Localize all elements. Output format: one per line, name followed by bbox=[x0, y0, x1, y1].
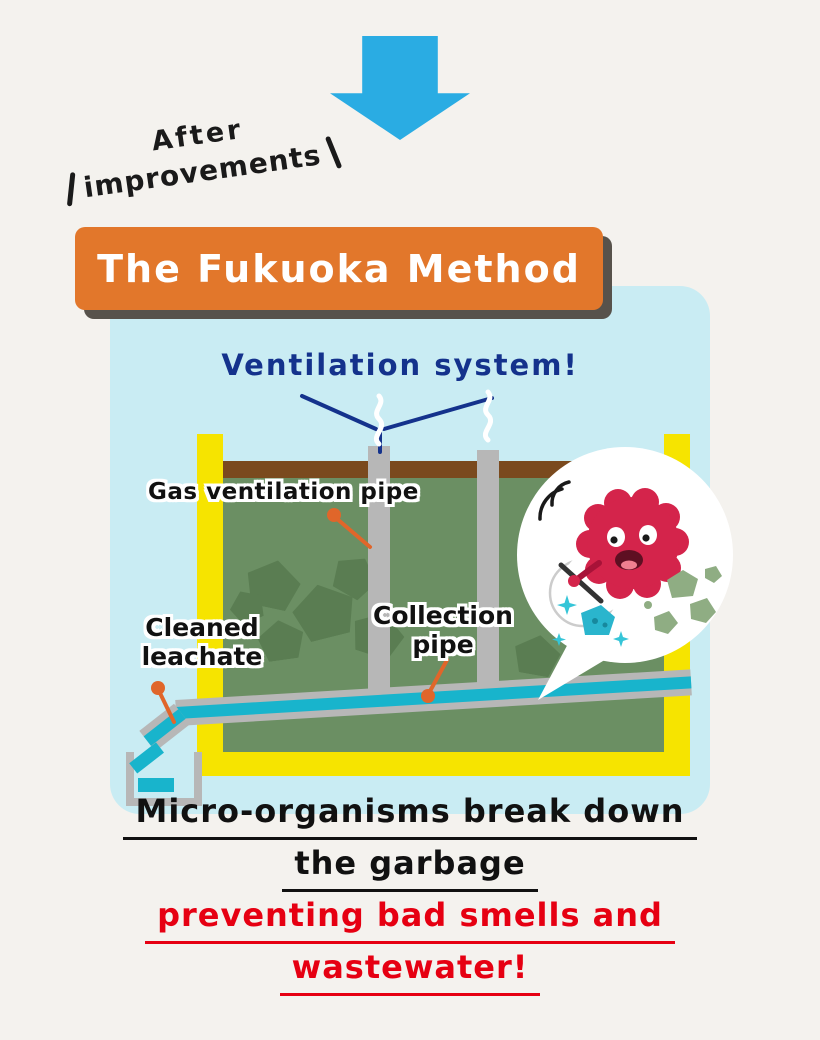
gas-ventilation-pipe-1 bbox=[368, 446, 390, 706]
emphasis-tick-right-icon bbox=[324, 135, 342, 170]
bubble-garbage-chunks bbox=[644, 566, 722, 634]
gas-ventilation-pipe-label: Gas ventilation pipe bbox=[148, 479, 419, 505]
ventilation-system-label: Ventilation system! bbox=[221, 348, 579, 382]
microbe-body bbox=[576, 488, 689, 599]
cleaned-leachate-label-line1: Cleaned bbox=[145, 613, 259, 642]
microbe-arm bbox=[568, 560, 602, 587]
page-title: The Fukuoka Method bbox=[97, 246, 581, 291]
motion-lines bbox=[538, 480, 571, 521]
title-banner: The Fukuoka Method bbox=[75, 227, 603, 310]
cleaned-leachate-label: Cleaned leachate bbox=[132, 613, 272, 672]
caption-line-3: preventing bad smells and bbox=[0, 896, 820, 944]
gas-ventilation-pipe-2 bbox=[477, 450, 499, 698]
eaten-garbage bbox=[581, 605, 615, 635]
cleaned-leachate-label-line2: leachate bbox=[141, 641, 263, 671]
caption-line-1: Micro-organisms break down bbox=[0, 792, 820, 840]
microbe-face bbox=[607, 525, 657, 570]
collection-pipe-label: Collection pipe bbox=[358, 601, 528, 660]
caption-line-2: the garbage bbox=[0, 844, 820, 892]
after-improvements-block: After improvements bbox=[61, 101, 342, 207]
landfill-floor bbox=[197, 752, 690, 776]
collection-pipe-label-line2: pipe bbox=[412, 629, 474, 659]
collection-pipe-label-line1: Collection bbox=[373, 601, 513, 630]
caption-line-4: wastewater! bbox=[0, 948, 820, 996]
eating-stick bbox=[558, 562, 604, 604]
emphasis-tick-left-icon bbox=[67, 172, 76, 207]
leachate-pool bbox=[138, 778, 174, 792]
down-arrow-icon bbox=[330, 36, 470, 140]
microbe-character-icon bbox=[538, 480, 722, 647]
leachate-container bbox=[126, 752, 202, 806]
sparkles bbox=[552, 595, 629, 647]
